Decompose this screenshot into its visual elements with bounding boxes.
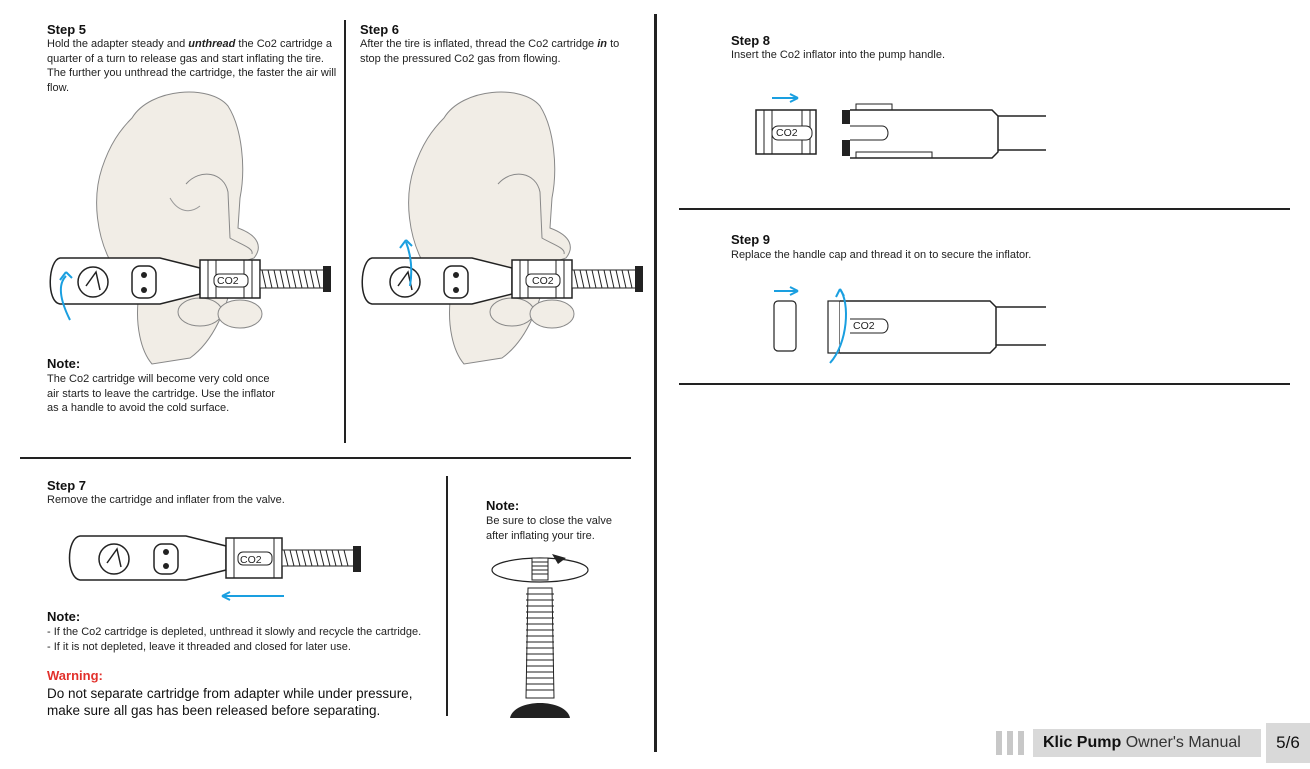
step8-insert-illustration (755, 93, 1046, 159)
divider-step7-valve-note (446, 476, 448, 716)
footer-decorative-bars (996, 731, 1029, 760)
step7-inflator-illustration (68, 535, 361, 601)
step5-title: Step 5 (47, 22, 87, 37)
step5-note-title: Note: (47, 356, 81, 371)
valve-note-title: Note: (486, 498, 520, 513)
step5-note-text: The Co2 cartridge will become very cold … (47, 373, 276, 414)
step8-co2-label: CO2 (776, 127, 798, 139)
step7-note-text: - If the Co2 cartridge is depleted, unth… (47, 626, 422, 653)
step5-text: Hold the adapter steady and unthread the… (47, 38, 337, 94)
step9-text: Replace the handle cap and thread it on … (731, 249, 1032, 261)
step6-hand-inflator-illustration (361, 91, 643, 365)
step6-text: After the tire is inflated, thread the C… (360, 38, 620, 65)
step7-warning-title: Warning: (47, 668, 103, 683)
step7-co2-label: CO2 (240, 554, 262, 566)
step5-emphasis: unthread (188, 38, 236, 50)
step8-title: Step 8 (731, 33, 771, 48)
step9-co2-label: CO2 (853, 320, 875, 332)
valve-illustration (491, 554, 589, 718)
step9-cap-illustration (773, 286, 1046, 364)
step7-text: Remove the cartridge and inflater from t… (47, 494, 285, 506)
divider-step9-bottom (679, 383, 1290, 385)
page-number: 5/6 (1266, 723, 1310, 763)
step6-title: Step 6 (360, 22, 400, 37)
footer-brand-box: Klic Pump Owner's Manual (1033, 729, 1261, 757)
footer-brand: Klic Pump (1043, 734, 1122, 751)
divider-step5-step6 (344, 20, 346, 443)
divider-step8-step9 (679, 208, 1290, 210)
step6-emphasis: in (597, 38, 608, 50)
step9-title: Step 9 (731, 232, 771, 247)
step7-title: Step 7 (47, 478, 87, 493)
step8-text: Insert the Co2 inflator into the pump ha… (731, 49, 946, 61)
step7-note-title: Note: (47, 609, 81, 624)
page-center-divider (654, 14, 657, 752)
step5-co2-label: CO2 (217, 275, 239, 287)
step5-hand-inflator-illustration (49, 91, 331, 365)
footer-manual: Owner's Manual (1125, 734, 1241, 751)
divider-step6-step7 (20, 457, 631, 459)
valve-note-text: Be sure to close the valve after inflati… (486, 515, 612, 542)
step6-co2-label: CO2 (532, 275, 554, 287)
step7-warning-text: Do not separate cartridge from adapter w… (47, 686, 413, 718)
